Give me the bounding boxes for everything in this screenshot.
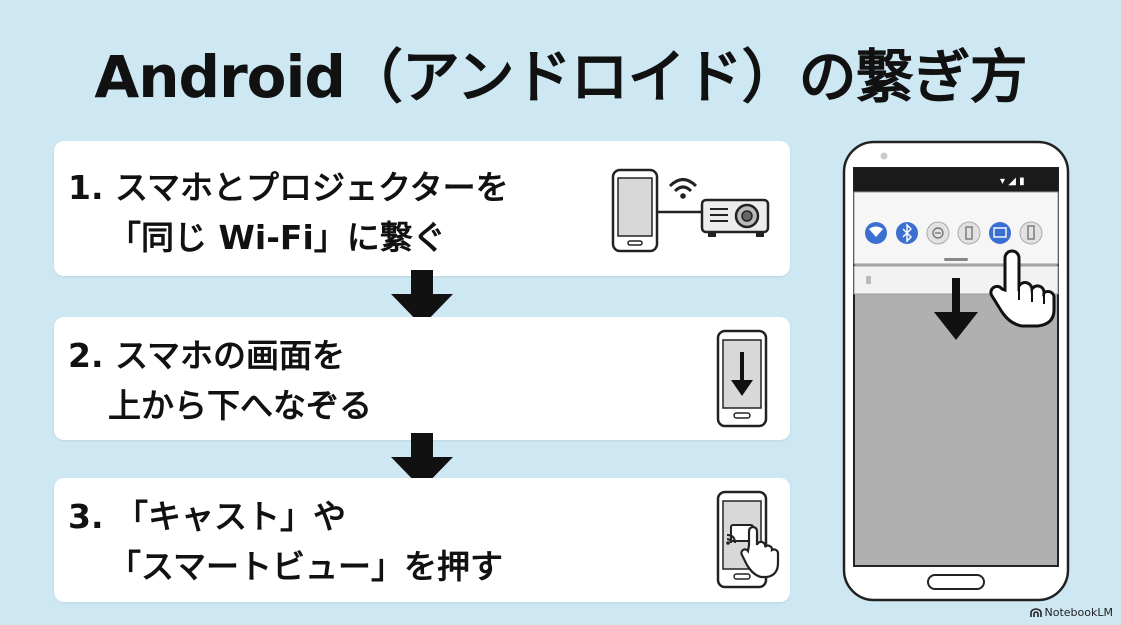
phone-projector-wifi-icon: [611, 168, 770, 253]
quick-settings-row: [865, 221, 1043, 245]
step-2-line1: 2. スマホの画面を: [68, 336, 345, 375]
cast-icon[interactable]: [989, 222, 1011, 244]
dnd-icon[interactable]: [926, 221, 950, 245]
large-phone-illustration: ▾ ◢ ▮: [842, 140, 1070, 602]
wifi-icon[interactable]: [865, 222, 887, 244]
flashlight-icon[interactable]: [957, 221, 981, 245]
svg-text:▾ ◢ ▮: ▾ ◢ ▮: [1000, 176, 1025, 187]
phone-swipe-down-icon: [716, 329, 768, 428]
down-arrow-icon: [391, 270, 453, 326]
step-2-line2: 上から下へなぞる: [108, 386, 372, 425]
step-card-2: 2. スマホの画面を 上から下へなぞる: [54, 317, 790, 440]
down-arrow-icon: [391, 433, 453, 489]
brand-watermark: NotebookLM: [1029, 606, 1113, 619]
step-1-line1: 1. スマホとプロジェクターを: [68, 168, 509, 207]
step-3-line1: 3. 「キャスト」や: [68, 497, 346, 536]
brand-name: NotebookLM: [1044, 606, 1113, 619]
step-1-line2: 「同じ Wi-Fi」に繋ぐ: [108, 218, 446, 257]
step-card-3: 3. 「キャスト」や 「スマートビュー」を押す: [54, 478, 790, 602]
swipe-down-arrow-icon: [934, 278, 978, 340]
step-3-text: 3. 「キャスト」や 「スマートビュー」を押す: [68, 492, 503, 592]
step-2-text: 2. スマホの画面を 上から下へなぞる: [68, 331, 372, 431]
page-title: Android（アンドロイド）の繋ぎ方: [94, 43, 1027, 111]
notebooklm-logo-icon: [1029, 608, 1042, 617]
step-1-text: 1. スマホとプロジェクターを 「同じ Wi-Fi」に繋ぐ: [68, 163, 509, 263]
hand-pointer-icon: [989, 249, 1056, 328]
step-card-1: 1. スマホとプロジェクターを 「同じ Wi-Fi」に繋ぐ: [54, 141, 790, 276]
bluetooth-icon[interactable]: [896, 222, 918, 244]
battery-icon[interactable]: [1019, 221, 1043, 245]
phone-cast-tap-icon: [716, 490, 780, 589]
step-3-line2: 「スマートビュー」を押す: [108, 547, 504, 586]
